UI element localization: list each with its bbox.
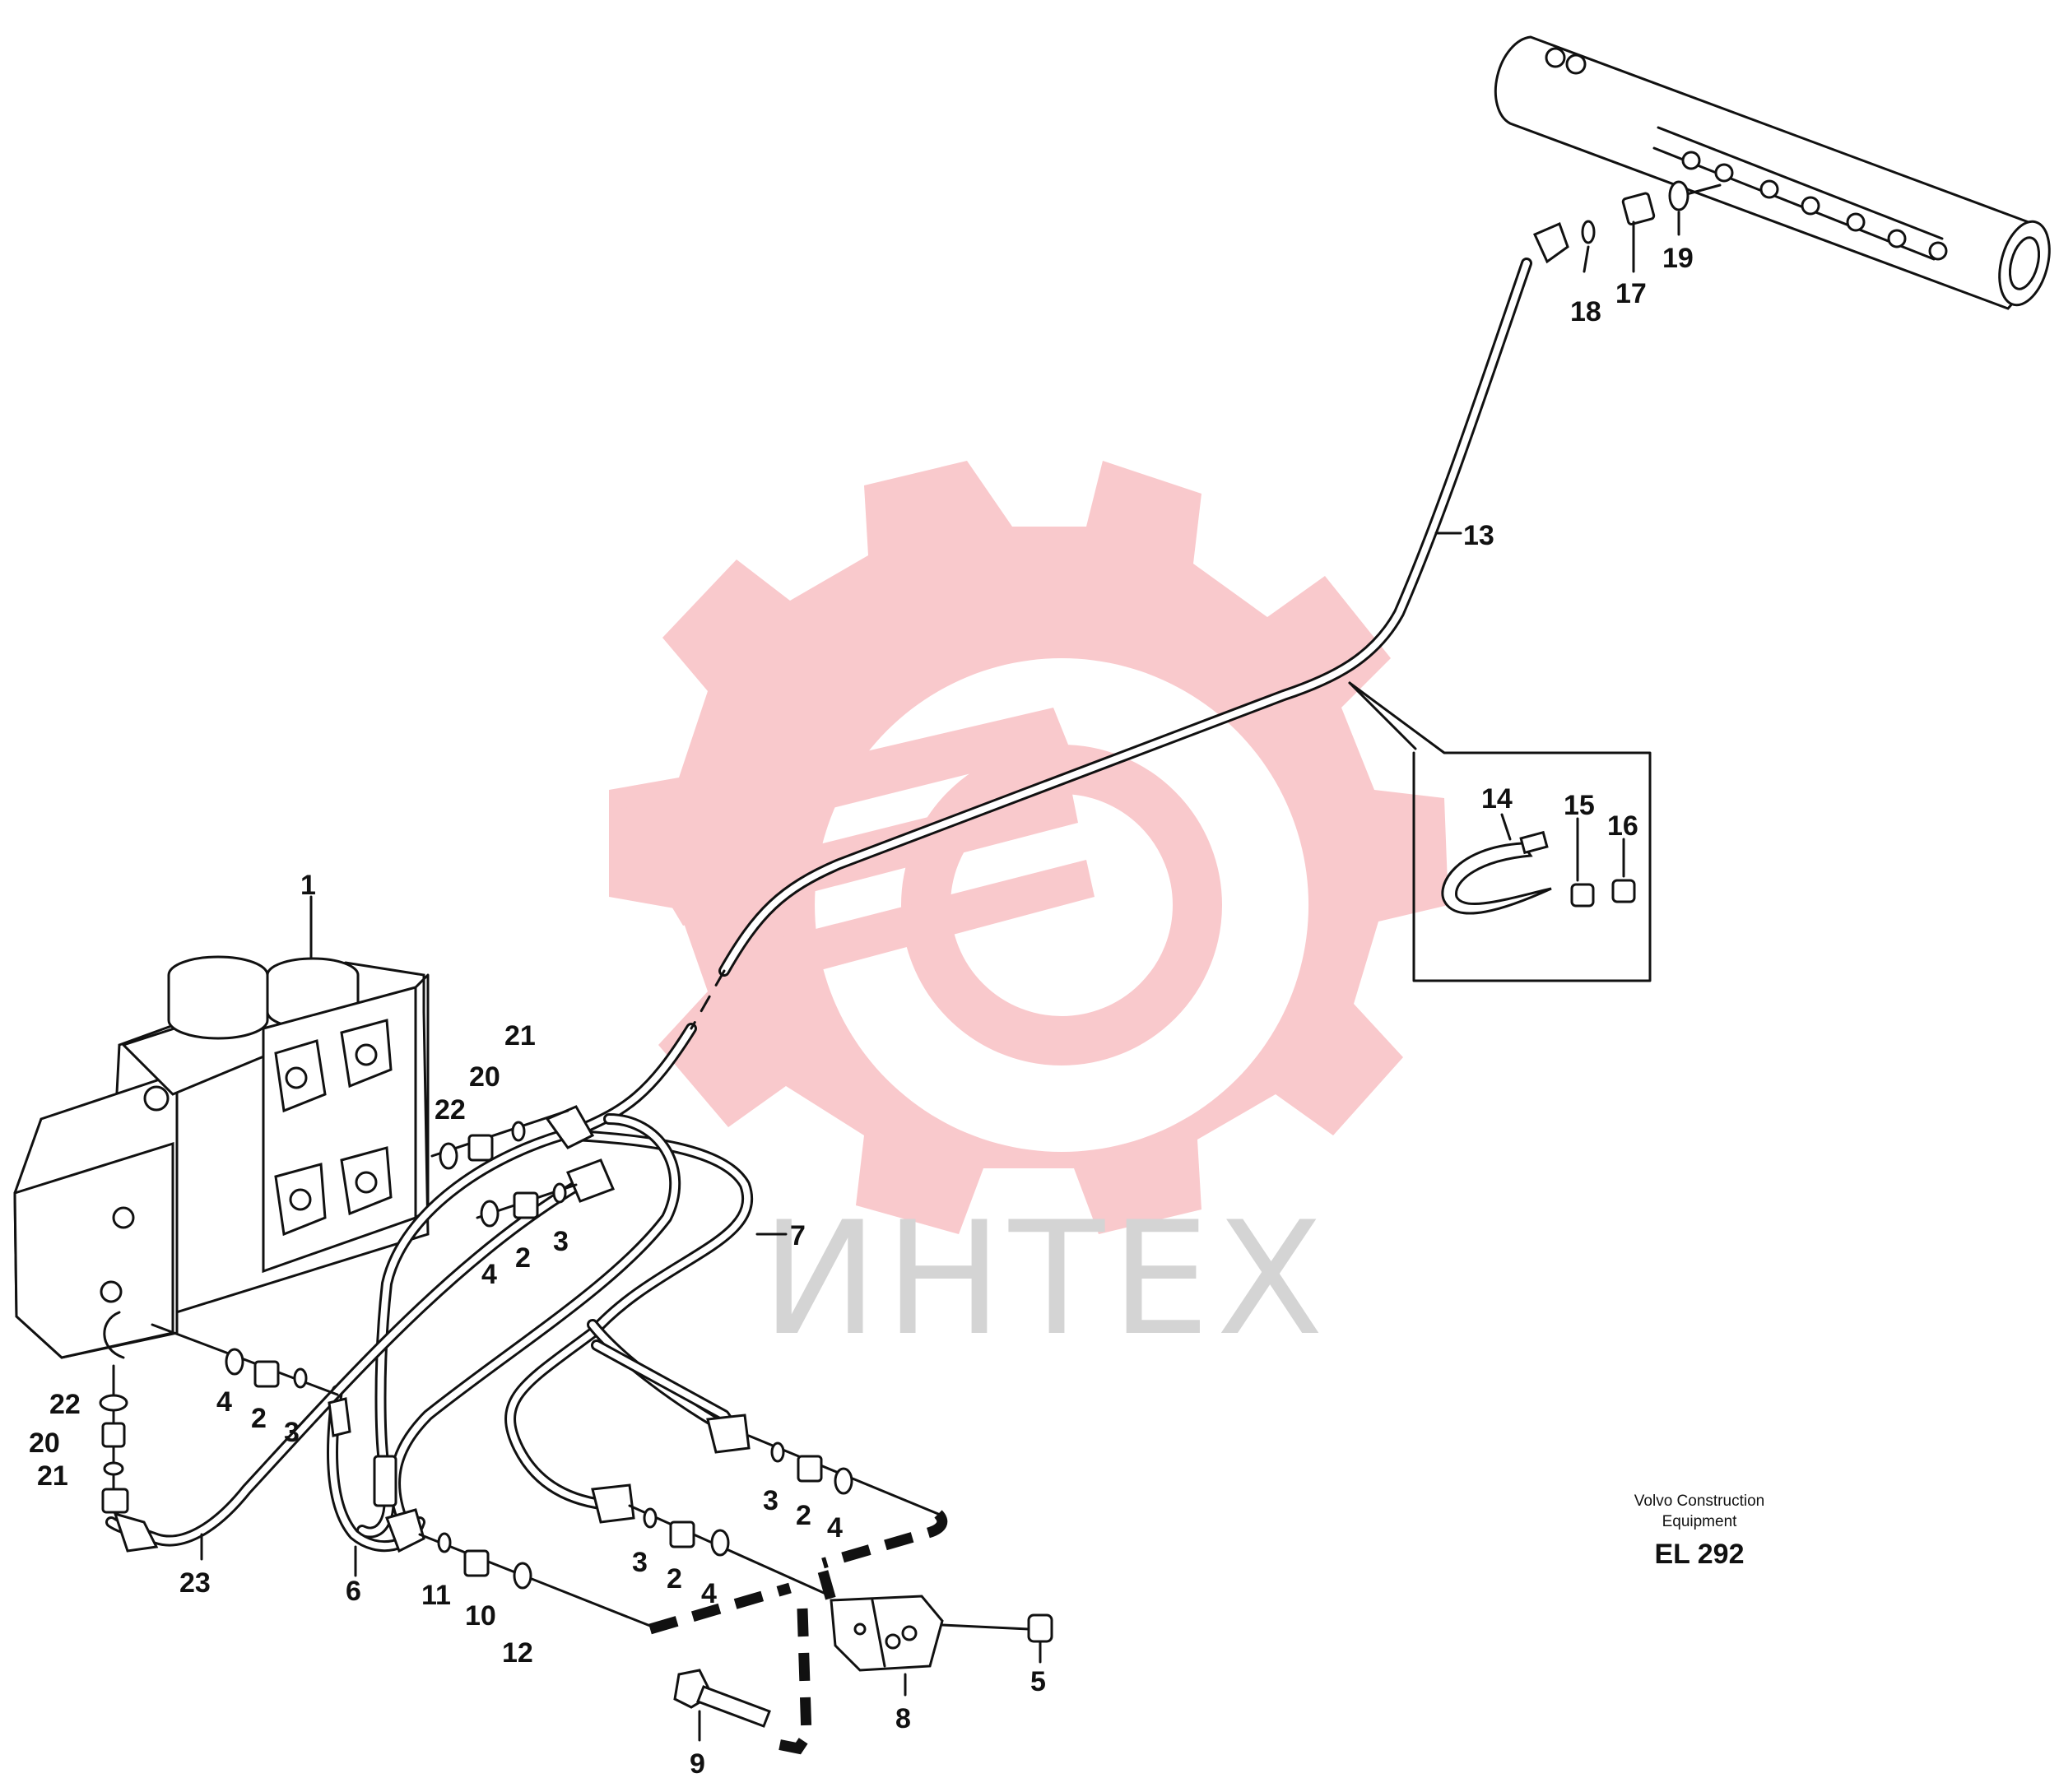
fitting-group-top xyxy=(1533,180,1722,264)
callout-4-right: 4 xyxy=(827,1512,843,1544)
cylinder-tube xyxy=(1494,35,2051,310)
callout-14: 14 xyxy=(1481,783,1513,815)
callout-16: 16 xyxy=(1607,810,1638,842)
figure-code: EL 292 xyxy=(1654,1539,1744,1570)
adapter-20 xyxy=(467,1134,494,1162)
o-ring-21 xyxy=(511,1121,526,1142)
hose-end-23 xyxy=(113,1511,159,1553)
callout-15: 15 xyxy=(1564,790,1595,821)
credit-line-1: Volvo Construction xyxy=(1634,1493,1764,1510)
callout-12: 12 xyxy=(502,1637,533,1669)
o-ring-18 xyxy=(1581,220,1596,244)
callout-3-middle: 3 xyxy=(632,1547,648,1578)
callout-13: 13 xyxy=(1463,520,1494,551)
callout-2-middle: 2 xyxy=(667,1563,682,1595)
cable-tie-14 xyxy=(1441,830,1552,915)
callout-1: 1 xyxy=(300,870,316,901)
callout-7: 7 xyxy=(790,1220,806,1251)
callout-4-left: 4 xyxy=(216,1386,232,1418)
callout-3-right: 3 xyxy=(763,1485,779,1516)
bolt-9 xyxy=(673,1669,771,1728)
valve-block-1 xyxy=(13,955,430,1359)
callout-5: 5 xyxy=(1030,1666,1046,1697)
detail-box xyxy=(1348,681,1652,982)
callout-20-left: 20 xyxy=(29,1428,60,1459)
detail-pointer xyxy=(1348,681,1417,750)
callout-21: 21 xyxy=(504,1020,536,1052)
valve-block-8 xyxy=(830,1595,944,1672)
callout-23: 23 xyxy=(179,1567,211,1599)
nut-16 xyxy=(1611,879,1636,903)
adapter-17 xyxy=(1621,192,1656,225)
callout-2-left: 2 xyxy=(251,1403,267,1434)
callout-11: 11 xyxy=(421,1580,451,1611)
washer-19 xyxy=(1668,180,1689,211)
nut-15 xyxy=(1570,883,1595,908)
callout-6: 6 xyxy=(346,1576,361,1607)
callout-2-right: 2 xyxy=(796,1500,811,1531)
callout-18: 18 xyxy=(1570,296,1601,327)
callout-19: 19 xyxy=(1662,243,1694,274)
callout-20: 20 xyxy=(469,1061,500,1093)
plug-5 xyxy=(1027,1613,1053,1643)
callout-22: 22 xyxy=(435,1094,466,1126)
watermark-brand-text: ИНТЕХ xyxy=(761,1188,1330,1370)
hose-end-6 xyxy=(373,1455,397,1507)
callout-2: 2 xyxy=(515,1242,531,1274)
callout-17: 17 xyxy=(1615,278,1647,309)
callout-3-left: 3 xyxy=(284,1417,300,1448)
watermark-gear-logo xyxy=(609,461,1448,1234)
callout-8: 8 xyxy=(895,1703,911,1734)
callout-4: 4 xyxy=(481,1259,497,1290)
callout-4-middle: 4 xyxy=(701,1578,717,1609)
hose-end-13 xyxy=(1533,221,1569,264)
callout-10: 10 xyxy=(465,1600,496,1632)
callout-3: 3 xyxy=(553,1226,569,1257)
dashed-connection xyxy=(821,1510,948,1569)
callout-22-left: 22 xyxy=(49,1389,81,1420)
credit-line-2: Equipment xyxy=(1662,1513,1738,1530)
callout-leaders xyxy=(200,211,1680,1742)
callout-21-left: 21 xyxy=(37,1460,68,1492)
washer-22 xyxy=(439,1142,458,1170)
callout-9: 9 xyxy=(690,1748,705,1780)
